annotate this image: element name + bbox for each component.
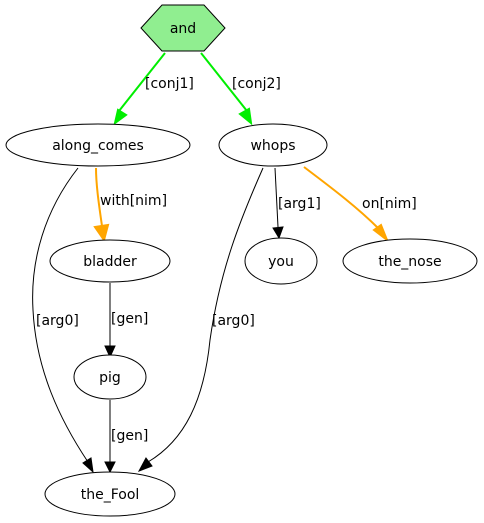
- edge-line: [274, 167, 279, 228]
- edge-label: [arg0]: [212, 313, 255, 329]
- edge-label: on[nim]: [362, 196, 417, 212]
- edge-line: [303, 166, 379, 229]
- node-ellipse: [342, 238, 478, 284]
- node-you: you: [244, 237, 318, 285]
- edge-whops-to-the_nose: on[nim]: [303, 166, 417, 244]
- node-ellipse: [73, 354, 147, 400]
- edge-whops-to-you: [arg1]: [272, 167, 321, 240]
- node-ellipse: [49, 239, 171, 283]
- edge-line: [95, 167, 103, 227]
- edge-along_comes-to-the_Fool: [arg0]: [32, 167, 94, 474]
- edge-arrowhead: [93, 223, 110, 243]
- edge-arrowhead: [272, 226, 284, 240]
- node-label: and: [170, 21, 196, 37]
- node-ellipse: [218, 123, 328, 167]
- edge-along_comes-to-bladder: with[nim]: [93, 167, 167, 243]
- node-label: the_Fool: [81, 487, 140, 503]
- node-along_comes: along_comes: [5, 123, 191, 167]
- edge-label: [gen]: [111, 311, 148, 327]
- node-ellipse: [244, 237, 318, 285]
- node-label: the_nose: [378, 254, 441, 270]
- edge-arrowhead: [104, 461, 116, 474]
- node-whops: whops: [218, 123, 328, 167]
- edge-label: [conj1]: [145, 76, 194, 92]
- edge-arrowhead: [372, 223, 390, 244]
- node-the_Fool: the_Fool: [44, 471, 176, 517]
- node-label: pig: [99, 370, 121, 386]
- edge-label: with[nim]: [100, 193, 167, 209]
- edge-label: [arg1]: [278, 196, 321, 212]
- node-label: along_comes: [52, 138, 144, 154]
- edge-arrowhead: [137, 457, 153, 472]
- edge-label: [conj2]: [232, 76, 281, 92]
- edge-bladder-to-pig: [gen]: [104, 283, 148, 359]
- node-bladder: bladder: [49, 239, 171, 283]
- edge-arrowhead: [104, 345, 116, 359]
- edge-line: [32, 167, 89, 463]
- nodes-layer: and along_comes whops bladder you the_nosepig…: [5, 4, 478, 517]
- edge-arrowhead: [82, 457, 94, 474]
- node-hexagon: [140, 4, 226, 52]
- edge-pig-to-the_Fool: [gen]: [104, 400, 148, 474]
- edge-label: [gen]: [111, 428, 148, 444]
- edge-whops-to-the_Fool: [arg0]: [137, 167, 264, 472]
- edge-line: [147, 167, 264, 463]
- node-the_nose: the_nose: [342, 238, 478, 284]
- node-pig: pig: [73, 354, 147, 400]
- node-label: whops: [250, 138, 295, 154]
- node-and: and: [140, 4, 226, 52]
- edge-arrowhead: [238, 107, 253, 126]
- edge-line: [118, 52, 166, 112]
- edge-and-to-along_comes: [conj1]: [113, 52, 194, 126]
- node-label: you: [268, 254, 294, 270]
- node-ellipse: [5, 123, 191, 167]
- edge-and-to-whops: [conj2]: [200, 52, 281, 126]
- node-ellipse: [44, 471, 176, 517]
- edge-arrowhead: [113, 108, 128, 126]
- edge-line: [200, 52, 248, 112]
- edges-layer: [conj1] [conj2] with[nim] [arg0] [gen] [gen] […: [32, 52, 417, 474]
- edge-label: [arg0]: [36, 313, 79, 329]
- node-label: bladder: [83, 254, 137, 270]
